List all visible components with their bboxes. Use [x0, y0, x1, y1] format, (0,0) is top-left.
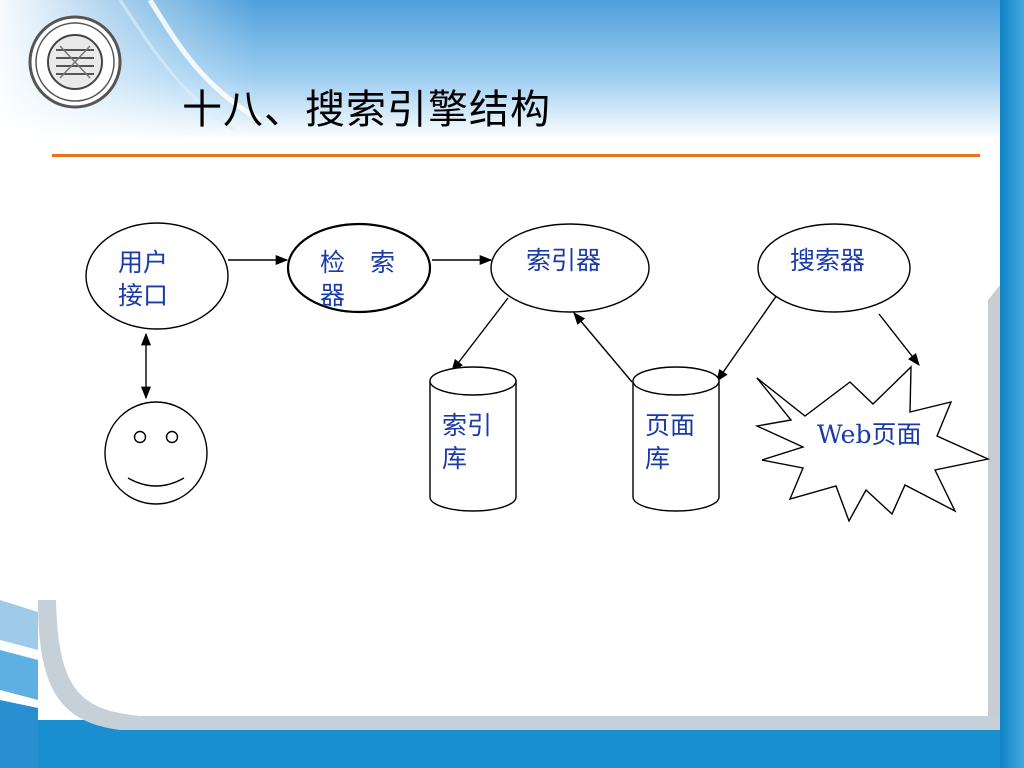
label-searcher: 搜索器: [790, 244, 865, 277]
university-logo: [28, 15, 122, 109]
label-index-db-line1: 索引: [442, 411, 493, 440]
label-user-interface-line2: 接口: [118, 281, 169, 310]
label-indexer-text: 索引器: [526, 246, 602, 275]
header-swoosh: [147, 0, 262, 123]
label-indexer: 索引器: [526, 244, 601, 277]
node-searcher: [757, 223, 911, 313]
left-block-3: [0, 700, 38, 768]
node-web-pages: [754, 365, 991, 523]
node-index-db: [429, 366, 517, 512]
label-page-db: 页面 库: [645, 409, 695, 475]
label-index-db: 索引 库: [442, 409, 492, 475]
arrow-searcher-to-page-db: [716, 294, 778, 383]
node-retriever: [286, 222, 432, 314]
label-page-db-line1: 页面: [645, 411, 696, 440]
user-smiley-icon: [104, 401, 208, 505]
label-retriever-line1: 检 索: [320, 248, 396, 277]
label-web-pages-text: Web页面: [817, 420, 922, 449]
arrow-searcher-to-web: [878, 313, 920, 366]
label-user-interface: 用户 接口: [118, 246, 168, 312]
right-frame-bar: [1000, 0, 1024, 768]
node-page-db: [632, 366, 720, 512]
label-index-db-line2: 库: [442, 444, 468, 473]
label-user-interface-line1: 用户: [118, 248, 169, 277]
label-retriever: 检 索 器: [320, 246, 395, 312]
title-divider: [52, 154, 980, 157]
left-block-2: [0, 650, 38, 700]
label-page-db-line2: 库: [645, 444, 671, 473]
right-frame-shade: [988, 285, 1000, 768]
slide-title: 十八、搜索引擎结构: [182, 87, 551, 133]
header-swoosh-2: [118, 0, 236, 132]
arrow-page-db-to-indexer: [573, 312, 633, 383]
node-indexer: [490, 223, 650, 313]
bottom-frame-shade: [38, 600, 1000, 730]
label-searcher-text: 搜索器: [790, 246, 866, 275]
arrow-indexer-to-index-db: [451, 297, 509, 372]
node-user-interface: [85, 222, 229, 330]
label-retriever-line2: 器: [320, 281, 346, 310]
label-web-pages: Web页面: [817, 418, 921, 451]
left-block-1: [0, 600, 38, 650]
bottom-frame-bar: [0, 720, 1000, 768]
